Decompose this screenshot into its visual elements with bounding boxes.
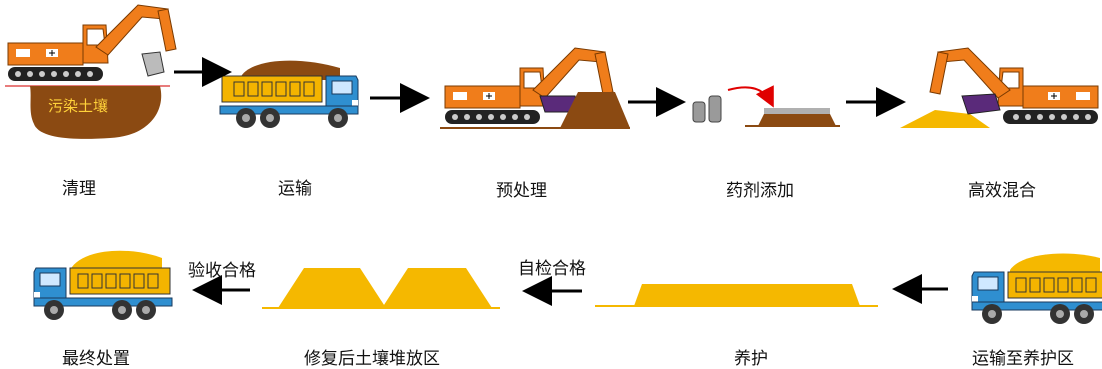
step-label-pretreat: 预处理 bbox=[496, 181, 547, 201]
soil-pile bbox=[634, 284, 860, 306]
step-mixing-illustration bbox=[900, 47, 1099, 128]
step-curing-illustration bbox=[595, 284, 878, 307]
step-label-additive: 药剂添加 bbox=[726, 181, 794, 201]
step-storage-illustration bbox=[262, 268, 500, 309]
step-final-illustration bbox=[33, 250, 173, 321]
soil-label: 污染土壤 bbox=[48, 97, 109, 115]
reagent-drum-icon bbox=[692, 101, 706, 123]
contaminated-soil-pit bbox=[30, 86, 162, 139]
arrow-label-acceptance: 验收合格 bbox=[188, 261, 256, 281]
reagent-drum-icon bbox=[708, 95, 722, 123]
step-transport-illustration bbox=[219, 60, 359, 129]
step-label-final: 最终处置 bbox=[62, 349, 130, 369]
step-additive-illustration bbox=[692, 85, 840, 127]
dump-truck-icon bbox=[219, 75, 359, 129]
step-clean-illustration bbox=[5, 4, 177, 139]
step-pretreat-illustration bbox=[440, 47, 630, 129]
step-label-curing: 养护 bbox=[734, 349, 768, 369]
step-label-mixing: 高效混合 bbox=[968, 181, 1036, 201]
step-to-curing-illustration bbox=[971, 253, 1102, 325]
dump-truck-icon bbox=[33, 267, 173, 321]
step-label-to-curing: 运输至养护区 bbox=[972, 349, 1074, 369]
dump-truck-icon bbox=[971, 271, 1102, 325]
step-label-clean: 清理 bbox=[62, 179, 96, 199]
arrow-label-self-check: 自检合格 bbox=[518, 259, 586, 279]
step-label-transport: 运输 bbox=[278, 179, 312, 199]
step-label-storage: 修复后土壤堆放区 bbox=[304, 349, 440, 369]
soil-pile bbox=[278, 268, 386, 308]
soil-pile bbox=[382, 268, 492, 308]
